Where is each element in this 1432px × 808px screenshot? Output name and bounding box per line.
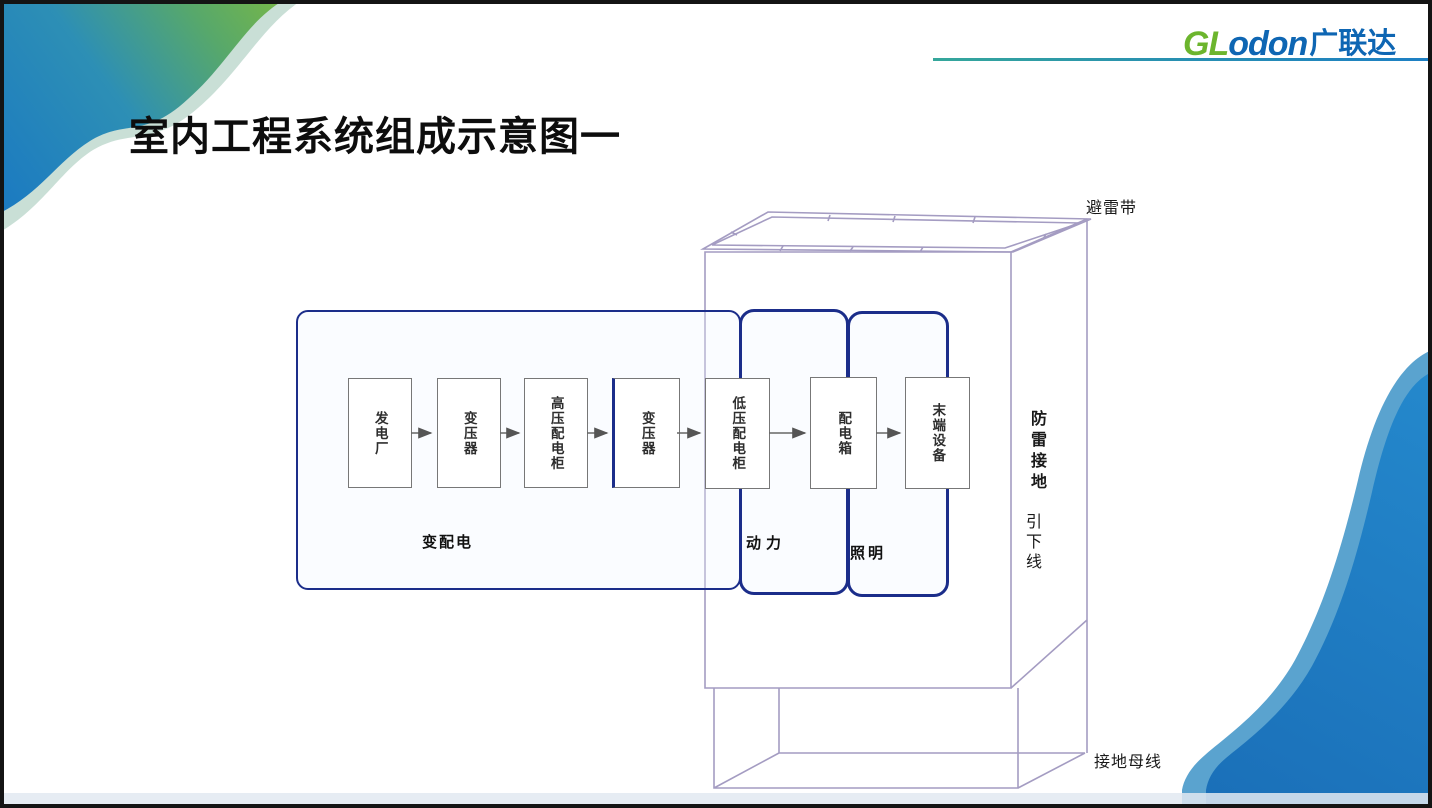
group-label-lighting: 照明: [850, 545, 887, 562]
flow-box-distribution-box: 配电箱: [810, 377, 877, 489]
flow-box-lv-cabinet: 低压配电柜: [705, 378, 770, 489]
belt-ticks: [730, 214, 1047, 253]
bottom-right-wave-decoration: [1182, 350, 1432, 808]
right-face: [1010, 218, 1088, 753]
group-label-dynamic: 动力: [746, 535, 787, 552]
label-grounding-busbar: 接地母线: [1094, 754, 1163, 771]
flow-box-label: 变压器: [461, 410, 477, 456]
label-lightning-belt: 避雷带: [1086, 200, 1138, 217]
logo-text-green: GL: [1183, 25, 1229, 63]
flow-box-label: 末端设备: [930, 403, 946, 463]
header-accent-line: [933, 58, 1432, 61]
group-label-power-distribution: 变配电: [422, 534, 474, 551]
logo-text-blue: odon: [1228, 25, 1308, 63]
top-left-wave-decoration: [0, 0, 302, 232]
logo-text-chinese: 广联达: [1309, 28, 1397, 60]
flow-box-label: 发电厂: [372, 410, 388, 456]
flow-box-label: 变压器: [639, 410, 655, 456]
flow-box-label: 高压配电柜: [548, 395, 564, 471]
flow-box-terminal-equipment: 末端设备: [905, 377, 970, 489]
bottom-strip: [0, 793, 1432, 804]
flow-box-transformer-2: 变压器: [612, 378, 680, 488]
roof-belt-inner: [711, 216, 1081, 249]
flow-box-label: 低压配电柜: [730, 396, 746, 471]
roof-outer: [700, 211, 1092, 253]
flow-box-transformer-1: 变压器: [437, 378, 501, 488]
wave-main: [0, 0, 284, 213]
flow-box-label: 配电箱: [836, 410, 852, 456]
page-title: 室内工程系统组成示意图一: [129, 115, 621, 159]
foundation-wireframe: [713, 688, 1086, 789]
flow-box-power-plant: 发电厂: [348, 378, 412, 488]
building-lines: [700, 211, 1092, 789]
wave-main: [1206, 372, 1432, 808]
flow-box-hv-cabinet: 高压配电柜: [524, 378, 588, 488]
label-lightning-grounding: 防雷接地: [1028, 410, 1045, 494]
glodon-logo: GLodon广联达: [1183, 20, 1396, 64]
label-down-conductor: 引下线: [1023, 513, 1040, 573]
